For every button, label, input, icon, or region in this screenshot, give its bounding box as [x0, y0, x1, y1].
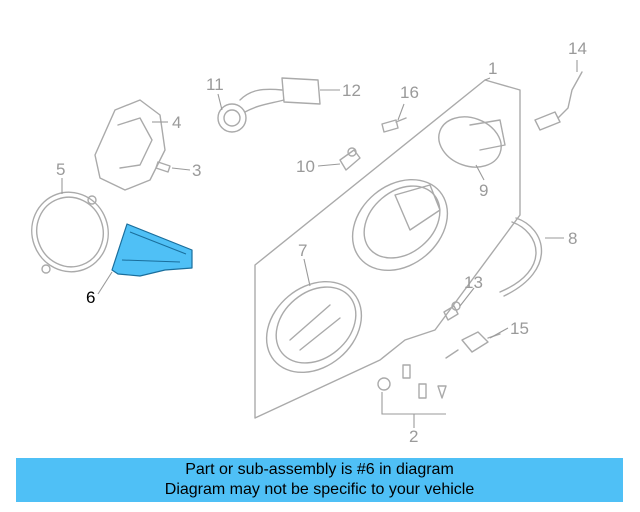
callout-10: 10: [296, 157, 315, 176]
part-6-bracket[interactable]: [111, 223, 193, 277]
part-9-bulb-socket[interactable]: [432, 109, 509, 176]
callout-15: 15: [510, 319, 529, 338]
part-3-screw[interactable]: [155, 161, 171, 173]
callout-2: 2: [409, 427, 418, 446]
part-7-headlamp-lens[interactable]: [248, 263, 379, 391]
part-5-trim-ring[interactable]: [21, 181, 120, 282]
callout-5: 5: [56, 160, 65, 179]
callout-4: 4: [172, 113, 181, 132]
part-11-socket[interactable]: [217, 103, 247, 133]
part-10-bulb[interactable]: [339, 147, 361, 171]
callout-1: 1: [488, 59, 497, 78]
callout-13: 13: [464, 273, 483, 292]
parts-diagram: 1 2 3 4 5 6 7 8 9 10 11 12 13 14 15 16: [21, 39, 587, 446]
callout-7: 7: [298, 241, 307, 260]
part-8-seal-strip[interactable]: [499, 217, 543, 297]
callout-8: 8: [568, 229, 577, 248]
info-banner: Part or sub-assembly is #6 in diagram Di…: [16, 458, 623, 502]
callout-16: 16: [400, 83, 419, 102]
callout-9: 9: [479, 181, 488, 200]
banner-line-2: Diagram may not be specific to your vehi…: [164, 481, 475, 498]
callout-6: 6: [86, 288, 95, 307]
reflector-housing: [351, 178, 449, 272]
callout-12: 12: [342, 81, 361, 100]
part-2-clips[interactable]: [377, 364, 447, 428]
part-12-control-module[interactable]: [239, 77, 321, 113]
part-14-harness[interactable]: [534, 71, 583, 131]
leader-lines: [61, 60, 578, 339]
part-13-bulb[interactable]: [443, 301, 461, 321]
part-15-socket[interactable]: [445, 331, 501, 359]
part-16-bolt[interactable]: [381, 117, 407, 133]
callout-3: 3: [192, 161, 201, 180]
banner-line-1: Part or sub-assembly is #6 in diagram: [185, 461, 454, 478]
part-4-bracket[interactable]: [94, 99, 166, 191]
callout-11: 11: [206, 75, 224, 94]
housing-plate: [254, 79, 521, 419]
callout-14: 14: [568, 39, 587, 58]
